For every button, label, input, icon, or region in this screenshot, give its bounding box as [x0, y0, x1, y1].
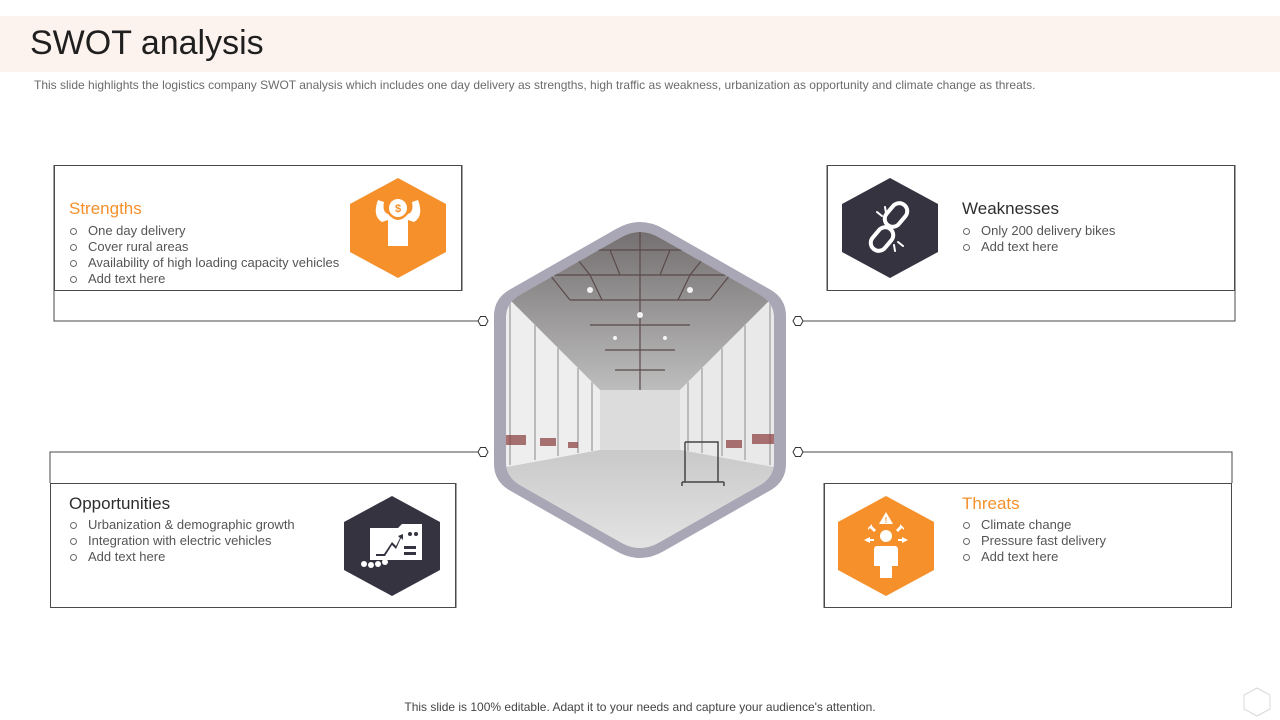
list-item: Climate change — [962, 517, 1106, 533]
weaknesses-list: Only 200 delivery bikes Add text here — [962, 223, 1115, 255]
svg-text:!: ! — [885, 516, 888, 525]
opportunities-list: Urbanization & demographic growth Integr… — [69, 517, 295, 565]
growth-folder-icon — [344, 496, 440, 596]
list-item: Integration with electric vehicles — [69, 533, 295, 549]
weaknesses-heading: Weaknesses — [962, 199, 1060, 218]
hexagon-decoration-icon — [1243, 687, 1271, 717]
svg-text:$: $ — [395, 203, 401, 215]
list-item: Add text here — [69, 271, 339, 287]
page-title: SWOT analysis — [30, 24, 264, 62]
threats-list: Climate change Pressure fast delivery Ad… — [962, 517, 1106, 565]
page-subtitle: This slide highlights the logistics comp… — [34, 78, 1036, 92]
title-band — [0, 16, 1280, 72]
list-item: Only 200 delivery bikes — [962, 223, 1115, 239]
list-item: Urbanization & demographic growth — [69, 517, 295, 533]
strengths-heading: Strengths — [69, 199, 142, 218]
threats-heading: Threats — [962, 494, 1020, 513]
list-item: One day delivery — [69, 223, 339, 239]
list-item: Pressure fast delivery — [962, 533, 1106, 549]
list-item: Availability of high loading capacity ve… — [69, 255, 339, 271]
list-item: Add text here — [69, 549, 295, 565]
list-item: Add text here — [962, 239, 1115, 255]
warehouse-photo — [494, 222, 786, 558]
strengths-list: One day delivery Cover rural areas Avail… — [69, 223, 339, 287]
footer-note: This slide is 100% editable. Adapt it to… — [404, 700, 876, 714]
list-item: Add text here — [962, 549, 1106, 565]
person-warning-icon: ! — [838, 496, 934, 596]
opportunities-heading: Opportunities — [69, 494, 171, 513]
strong-man-money-icon: $ — [350, 178, 446, 278]
list-item: Cover rural areas — [69, 239, 339, 255]
broken-chain-icon — [842, 178, 938, 278]
